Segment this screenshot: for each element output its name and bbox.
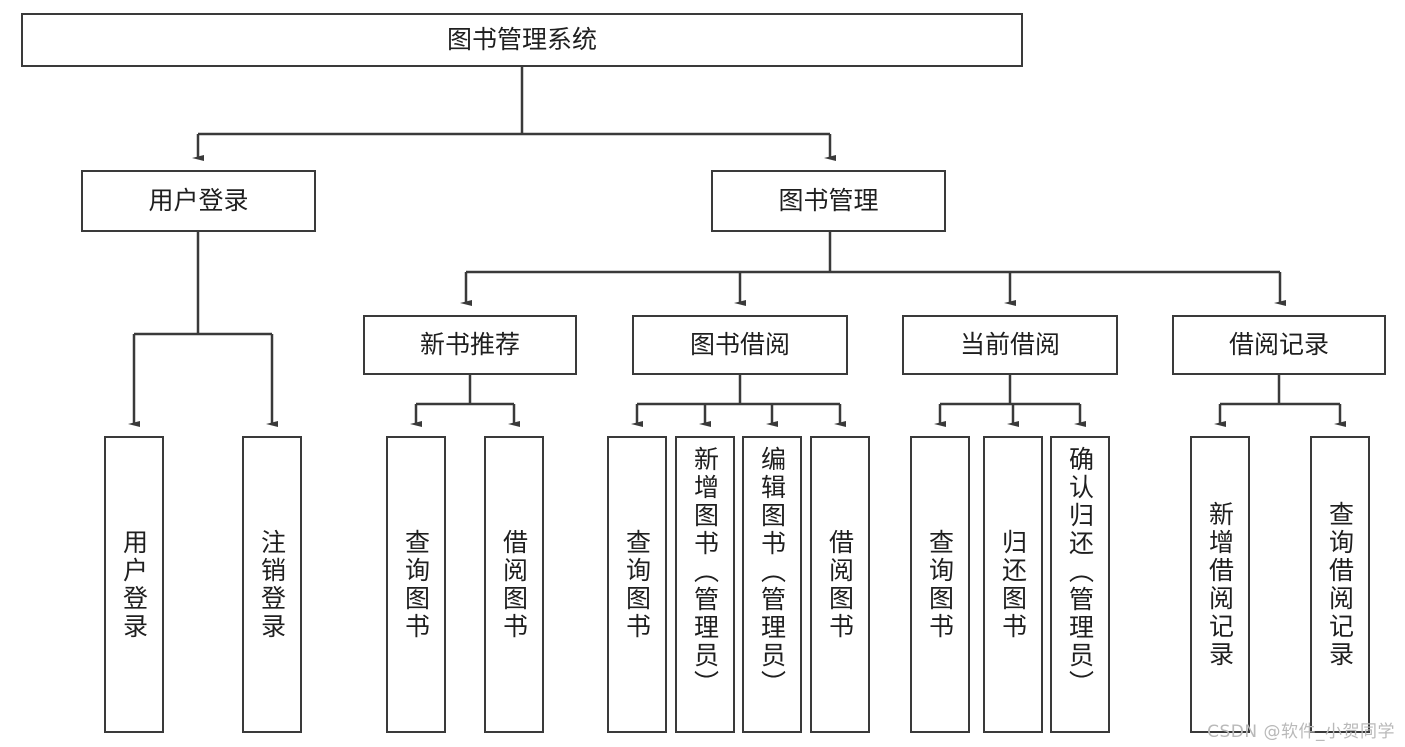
leaf-confirm-return-admin[interactable]: 确认归还（管理员） <box>1050 436 1110 733</box>
leaf-query-book-current-label: 查询图书 <box>925 528 955 641</box>
leaf-confirm-return-admin-label: 确认归还（管理员） <box>1065 446 1095 698</box>
csdn-watermark: CSDN @软件_小贺同学 <box>1207 722 1395 742</box>
node-borrow-record-label: 借阅记录 <box>1228 330 1329 360</box>
node-root-label: 图书管理系统 <box>446 25 597 55</box>
leaf-logout-label: 注销登录 <box>257 528 287 641</box>
leaf-query-borrow-record[interactable]: 查询借阅记录 <box>1310 436 1370 733</box>
leaf-borrow-book-recommend-label: 借阅图书 <box>499 528 529 641</box>
node-new-book-recommend[interactable]: 新书推荐 <box>363 315 577 375</box>
node-book-management[interactable]: 图书管理 <box>711 170 946 232</box>
leaf-borrow-book-label: 借阅图书 <box>825 528 855 641</box>
node-current-borrow[interactable]: 当前借阅 <box>902 315 1118 375</box>
node-current-borrow-label: 当前借阅 <box>959 330 1060 360</box>
leaf-query-book-recommend[interactable]: 查询图书 <box>386 436 446 733</box>
node-borrow-record[interactable]: 借阅记录 <box>1172 315 1386 375</box>
node-root[interactable]: 图书管理系统 <box>21 13 1023 67</box>
leaf-borrow-book[interactable]: 借阅图书 <box>810 436 870 733</box>
leaf-user-login[interactable]: 用户登录 <box>104 436 164 733</box>
leaf-borrow-book-recommend[interactable]: 借阅图书 <box>484 436 544 733</box>
leaf-add-borrow-record[interactable]: 新增借阅记录 <box>1190 436 1250 733</box>
leaf-return-book[interactable]: 归还图书 <box>983 436 1043 733</box>
node-new-book-recommend-label: 新书推荐 <box>419 330 520 360</box>
leaf-add-book-admin-label: 新增图书（管理员） <box>690 446 720 698</box>
leaf-query-borrow-record-label: 查询借阅记录 <box>1325 500 1355 669</box>
leaf-query-book-current[interactable]: 查询图书 <box>910 436 970 733</box>
node-book-management-label: 图书管理 <box>778 186 879 216</box>
leaf-logout[interactable]: 注销登录 <box>242 436 302 733</box>
leaf-add-book-admin[interactable]: 新增图书（管理员） <box>675 436 735 733</box>
node-user-login-label: 用户登录 <box>148 186 249 216</box>
node-book-borrow[interactable]: 图书借阅 <box>632 315 848 375</box>
leaf-query-book-label: 查询图书 <box>622 528 652 641</box>
leaf-edit-book-admin[interactable]: 编辑图书（管理员） <box>742 436 802 733</box>
leaf-add-borrow-record-label: 新增借阅记录 <box>1205 500 1235 669</box>
node-user-login[interactable]: 用户登录 <box>81 170 316 232</box>
leaf-edit-book-admin-label: 编辑图书（管理员） <box>757 446 787 698</box>
leaf-user-login-label: 用户登录 <box>119 528 149 641</box>
leaf-query-book[interactable]: 查询图书 <box>607 436 667 733</box>
leaf-query-book-recommend-label: 查询图书 <box>401 528 431 641</box>
node-book-borrow-label: 图书借阅 <box>689 330 790 360</box>
leaf-return-book-label: 归还图书 <box>998 528 1028 641</box>
